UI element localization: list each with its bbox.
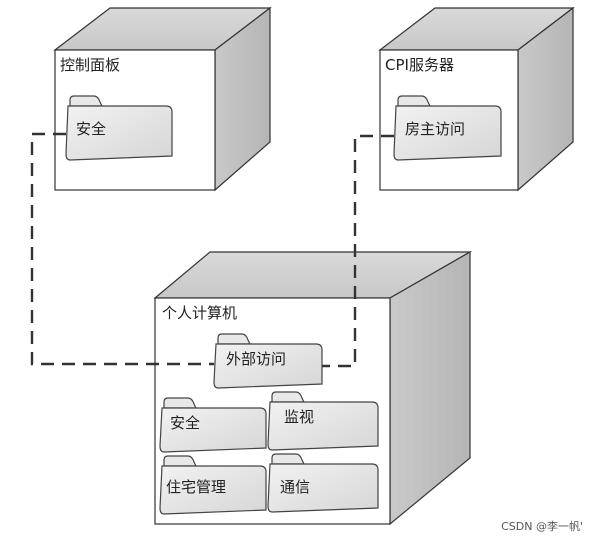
package-tab (163, 455, 197, 467)
package-body (159, 465, 267, 515)
package-label: 房主访问 (405, 120, 465, 138)
package-tab (69, 95, 103, 107)
package-tab (163, 397, 197, 409)
node-title: 控制面板 (60, 56, 120, 74)
package-tab (271, 453, 305, 465)
package-body (393, 105, 502, 161)
package-body (65, 105, 173, 161)
node-personal-computer: 个人计算机 外部访问 安全 监视 住宅管理 通信 (153, 250, 473, 526)
package-home-management: 住宅管理 (159, 455, 267, 515)
package-communication: 通信 (267, 453, 379, 513)
package-tab (397, 95, 431, 107)
link-cpi-server-to-pc (322, 134, 394, 368)
package-label: 外部访问 (226, 350, 286, 368)
link-control-panel-to-pc (30, 132, 214, 366)
package-owner-access: 房主访问 (393, 95, 502, 161)
watermark: CSDN @李一帆' (501, 520, 583, 533)
package-label: 安全 (76, 120, 106, 138)
node-title: CPI服务器 (385, 56, 454, 74)
package-tab (271, 391, 305, 403)
package-body (159, 407, 267, 453)
package-tab (217, 333, 251, 345)
package-external-access: 外部访问 (213, 333, 323, 389)
package-body (267, 401, 379, 451)
package-body (213, 343, 323, 389)
node-control-panel: 控制面板 安全 (53, 6, 272, 192)
node-side-face (389, 250, 471, 526)
package-label: 通信 (280, 478, 310, 496)
package-label: 监视 (284, 408, 314, 426)
package-security-cp: 安全 (65, 95, 173, 161)
package-security-pc: 安全 (159, 397, 267, 453)
package-label: 安全 (170, 414, 200, 432)
package-label: 住宅管理 (166, 478, 226, 496)
package-monitoring: 监视 (267, 391, 379, 451)
package-body (267, 463, 379, 513)
node-title: 个人计算机 (162, 304, 237, 322)
node-cpi-server: CPI服务器 房主访问 (378, 6, 575, 192)
